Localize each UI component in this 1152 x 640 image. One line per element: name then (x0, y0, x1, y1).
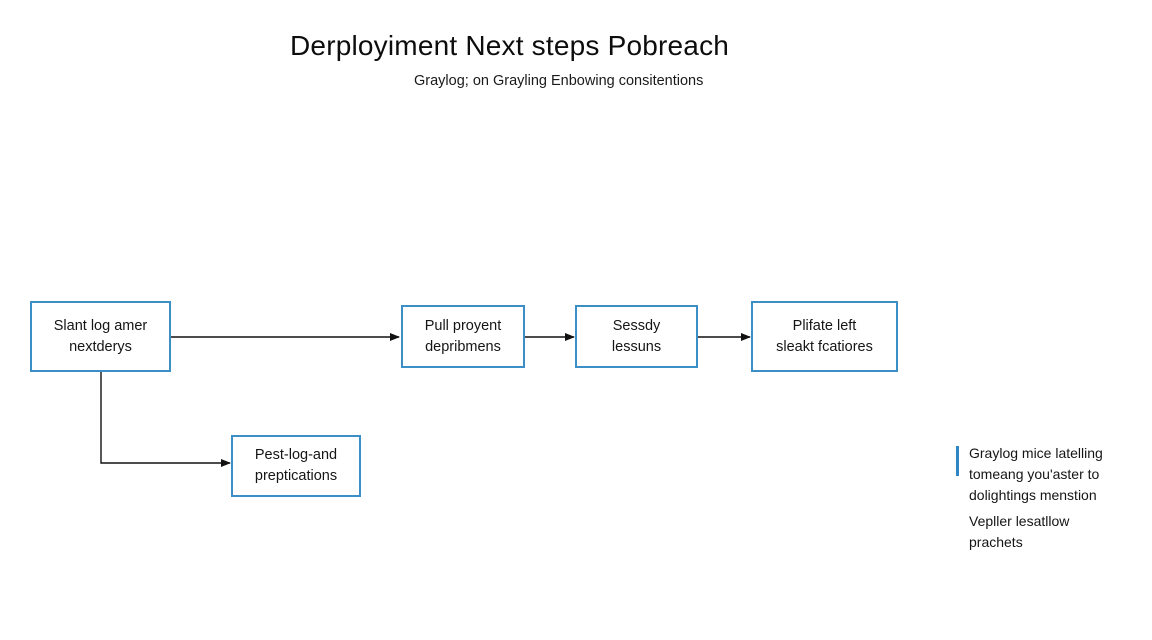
node-pull: Pull proyent depribmens (401, 305, 525, 368)
diagram-subtitle: Graylog; on Grayling Enbowing consitenti… (414, 73, 704, 89)
node-sessdy-line-1: Sessdy (612, 317, 661, 334)
node-start-line-2: nextderys (69, 338, 132, 355)
diagram-title: Derployiment Next steps Pobreach (290, 30, 730, 61)
note-line-3: dolightings menstion (969, 487, 1097, 503)
node-pull-line-1: Pull proyent (424, 317, 502, 334)
edge-start-to-pest (100, 371, 231, 467)
node-start-line-1: Slant log amer (53, 317, 148, 334)
note-line-4: Vepller lesatllow (969, 513, 1070, 529)
node-pest-line-2: preptications (254, 468, 338, 484)
side-note: Graylog mice latelling tomeang you'aster… (957, 443, 1147, 553)
note-line-5: prachets (969, 534, 1023, 550)
node-plifate-line-2: sleakt fcatiores (776, 338, 873, 355)
note-line-2: tomeang you'aster to (969, 466, 1100, 482)
node-pull-line-2: depribmens (425, 338, 501, 355)
node-sessdy: Sessdy lessuns (575, 305, 698, 368)
node-start: Slant log amer nextderys (30, 301, 171, 372)
node-plifate-line-1: Plifate left (792, 317, 857, 334)
note-accent-bar (956, 446, 959, 476)
node-plifate: Plifate left sleakt fcatiores (751, 301, 898, 372)
note-line-1: Graylog mice latelling (969, 445, 1103, 461)
node-pest-line-1: Pest-log-and (254, 447, 338, 463)
node-sessdy-line-2: lessuns (611, 338, 662, 355)
node-pest: Pest-log-and preptications (231, 435, 361, 497)
